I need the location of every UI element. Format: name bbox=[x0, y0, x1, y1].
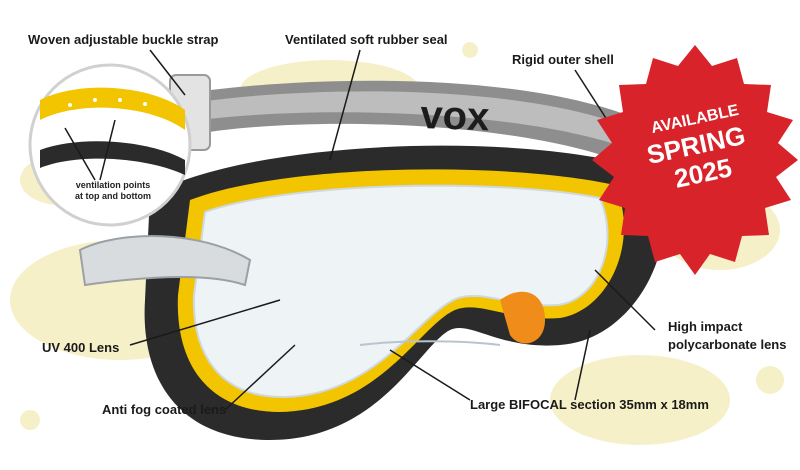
label-impact-line2: polycarbonate lens bbox=[668, 337, 787, 352]
label-ventilation: ventilation points at top and bottom bbox=[58, 180, 168, 202]
label-antifog: Anti fog coated lens bbox=[102, 402, 227, 417]
strap-brand-text: vox bbox=[420, 93, 490, 139]
goggle-frame bbox=[78, 145, 665, 441]
buckle-strap: vox bbox=[169, 74, 640, 165]
label-uv: UV 400 Lens bbox=[42, 340, 120, 355]
label-bifocal: Large BIFOCAL section 35mm x 18mm bbox=[470, 397, 709, 412]
label-strap: Woven adjustable buckle strap bbox=[28, 32, 219, 47]
leader-lines bbox=[64, 49, 656, 411]
ventilation-inset bbox=[28, 63, 192, 227]
availability-badge bbox=[592, 45, 798, 275]
label-impact-line1: High impact bbox=[668, 319, 743, 334]
label-impact: High impact polycarbonate lens bbox=[668, 318, 786, 354]
label-shell: Rigid outer shell bbox=[512, 52, 614, 67]
label-ventilation-line2: at top and bottom bbox=[75, 191, 151, 201]
label-seal: Ventilated soft rubber seal bbox=[285, 32, 448, 47]
label-ventilation-line1: ventilation points bbox=[75, 180, 151, 190]
